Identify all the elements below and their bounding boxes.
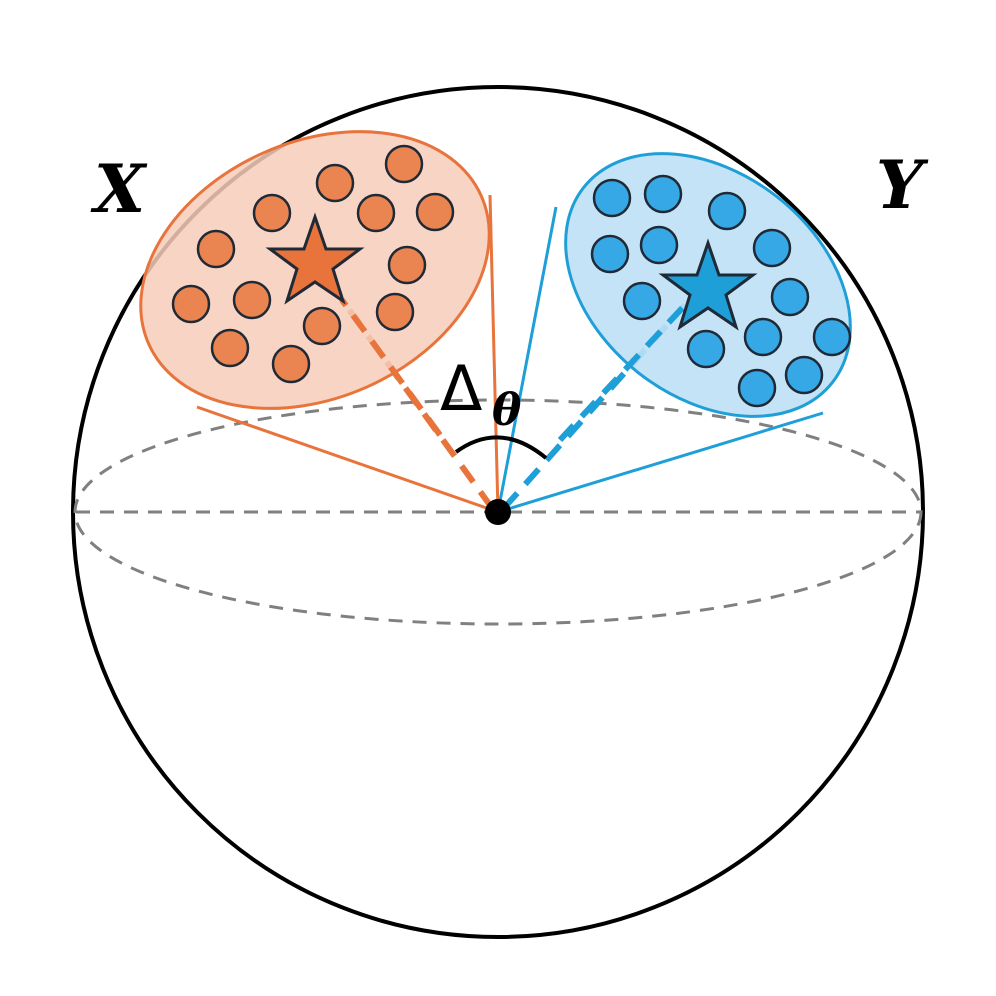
right-point [592,178,632,218]
angle-arc [454,435,548,460]
left-centroid-star [265,212,365,305]
left-point [356,193,396,233]
right-point [784,355,824,395]
right-centroid-star [658,238,758,331]
right-point [737,368,777,408]
left-cone-edge-lower [196,405,499,514]
left-point [387,245,427,285]
right-cluster-points [590,174,852,408]
left-point [375,292,415,332]
right-point [622,281,662,321]
right-point [812,317,852,357]
left-cluster-label: X [90,150,148,228]
right-point [639,225,679,265]
left-point [252,193,292,233]
left-point [210,328,250,368]
sphere-outline [71,85,925,939]
angle-label-subscript: θ [492,385,522,436]
left-point [315,163,355,203]
left-point [271,344,311,384]
left-cluster-points [171,144,455,384]
right-cluster-label: Y [876,146,929,224]
left-point [232,280,272,320]
left-point [415,192,455,232]
left-cone-edge-upper [488,194,500,513]
angle-label-symbol: Δ [440,352,482,425]
left-point [302,306,342,346]
left-point [196,229,236,269]
left-centroid-ray-inner [339,298,443,437]
right-point [743,317,783,357]
left-point [384,144,424,184]
right-point [770,277,810,317]
equator-ellipse [73,398,923,626]
left-point [171,284,211,324]
right-point [590,234,630,274]
right-point [752,228,792,268]
right-cone-edge-upper [496,206,558,513]
right-cone-edge-lower [497,411,824,514]
sphere-center-point [485,499,511,525]
right-point [707,191,747,231]
right-point [686,329,726,369]
right-point [643,174,683,214]
